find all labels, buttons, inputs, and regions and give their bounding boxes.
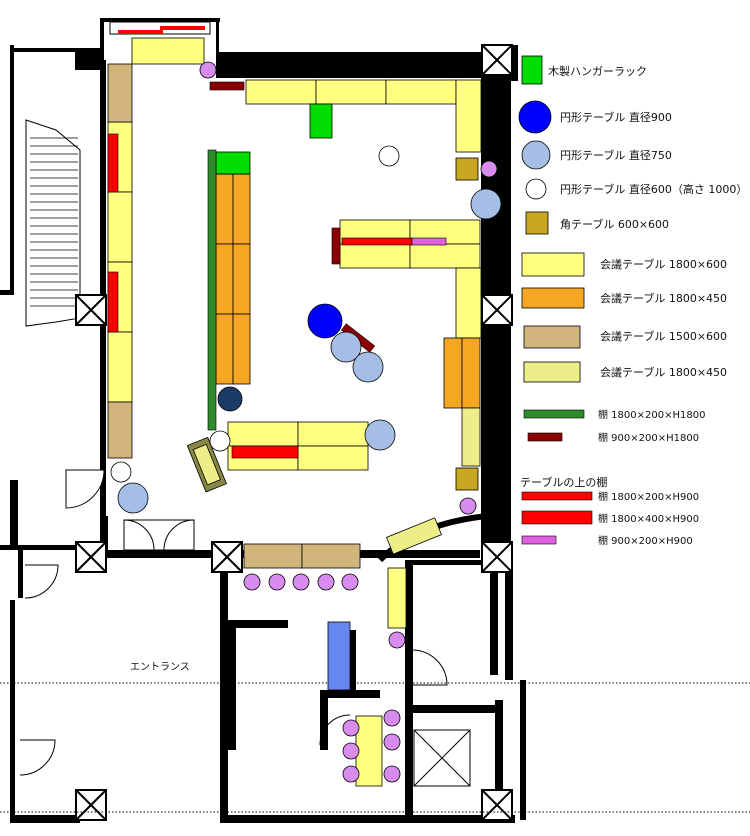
legend-1500x600-swatch	[523, 325, 581, 349]
legend-shelf-red-2-swatch	[521, 510, 593, 525]
legend-round-600-swatch	[525, 178, 547, 200]
elevator	[413, 729, 471, 787]
legend-shelf-pink-label: 棚 900×200×H900	[598, 534, 693, 547]
column	[75, 789, 107, 821]
column	[481, 44, 513, 76]
legend-shelf-green-swatch	[523, 409, 585, 419]
hanger-racks	[215, 103, 333, 175]
column	[481, 789, 513, 821]
legend-shelf-red-1-label: 棚 1800×200×H900	[598, 490, 699, 503]
legend-hanger-swatch	[521, 55, 543, 85]
legend-shelf-green-label: 棚 1800×200×H1800	[598, 408, 705, 421]
column	[75, 541, 107, 573]
column	[481, 541, 513, 573]
tables-1800x450	[215, 173, 481, 409]
legend-shelf-darkred-label: 棚 900×200×H1800	[598, 431, 699, 444]
legend-1800x450-label: 会議テーブル 1800×450	[600, 291, 727, 305]
stools	[199, 61, 498, 783]
round-tables	[110, 145, 502, 514]
legend-1800x600-swatch	[521, 252, 585, 277]
column	[481, 294, 513, 326]
column	[211, 541, 243, 573]
legend-round-600-label: 円形テーブル 直径600（高さ 1000）	[560, 182, 747, 196]
entrance-label: エントランス	[130, 661, 190, 673]
legend-on-table-title: テーブルの上の棚	[520, 475, 607, 489]
walls	[0, 18, 526, 823]
shelves	[107, 81, 447, 459]
legend-1800x450-swatch	[521, 287, 585, 309]
square-tables	[455, 157, 479, 491]
column	[75, 294, 107, 326]
legend-round-900-swatch	[518, 100, 552, 134]
tables-1500x600	[107, 63, 361, 569]
legend-shelf-pink-swatch	[521, 535, 557, 545]
legend-shelf-red-2-label: 棚 1800×400×H900	[598, 512, 699, 525]
blue-block	[327, 621, 351, 691]
stairs	[25, 119, 81, 327]
legend-square-label: 角テーブル 600×600	[560, 217, 669, 231]
tables-1800x600	[107, 37, 482, 787]
legend-hanger-label: 木製ハンガーラック	[548, 64, 647, 78]
legend-round-750-swatch	[521, 140, 551, 170]
legend: 木製ハンガーラック 円形テーブル 直径900 円形テーブル 直径750 円形テー…	[518, 55, 747, 547]
legend-shelf-red-1-swatch	[521, 491, 593, 501]
legend-1500x600-label: 会議テーブル 1500×600	[600, 329, 727, 343]
legend-shelf-darkred-swatch	[527, 432, 563, 442]
legend-round-900-label: 円形テーブル 直径900	[560, 110, 672, 124]
legend-round-750-label: 円形テーブル 直径750	[560, 148, 672, 162]
legend-1800x450-light-swatch	[523, 361, 581, 383]
tables-1800x450-light	[186, 407, 481, 555]
legend-square-swatch	[525, 211, 549, 235]
doors	[19, 469, 501, 776]
legend-1800x600-label: 会議テーブル 1800×600	[600, 257, 727, 271]
columns	[75, 44, 513, 821]
legend-1800x450-light-label: 会議テーブル 1800×450	[600, 365, 727, 379]
top-window	[109, 21, 211, 35]
